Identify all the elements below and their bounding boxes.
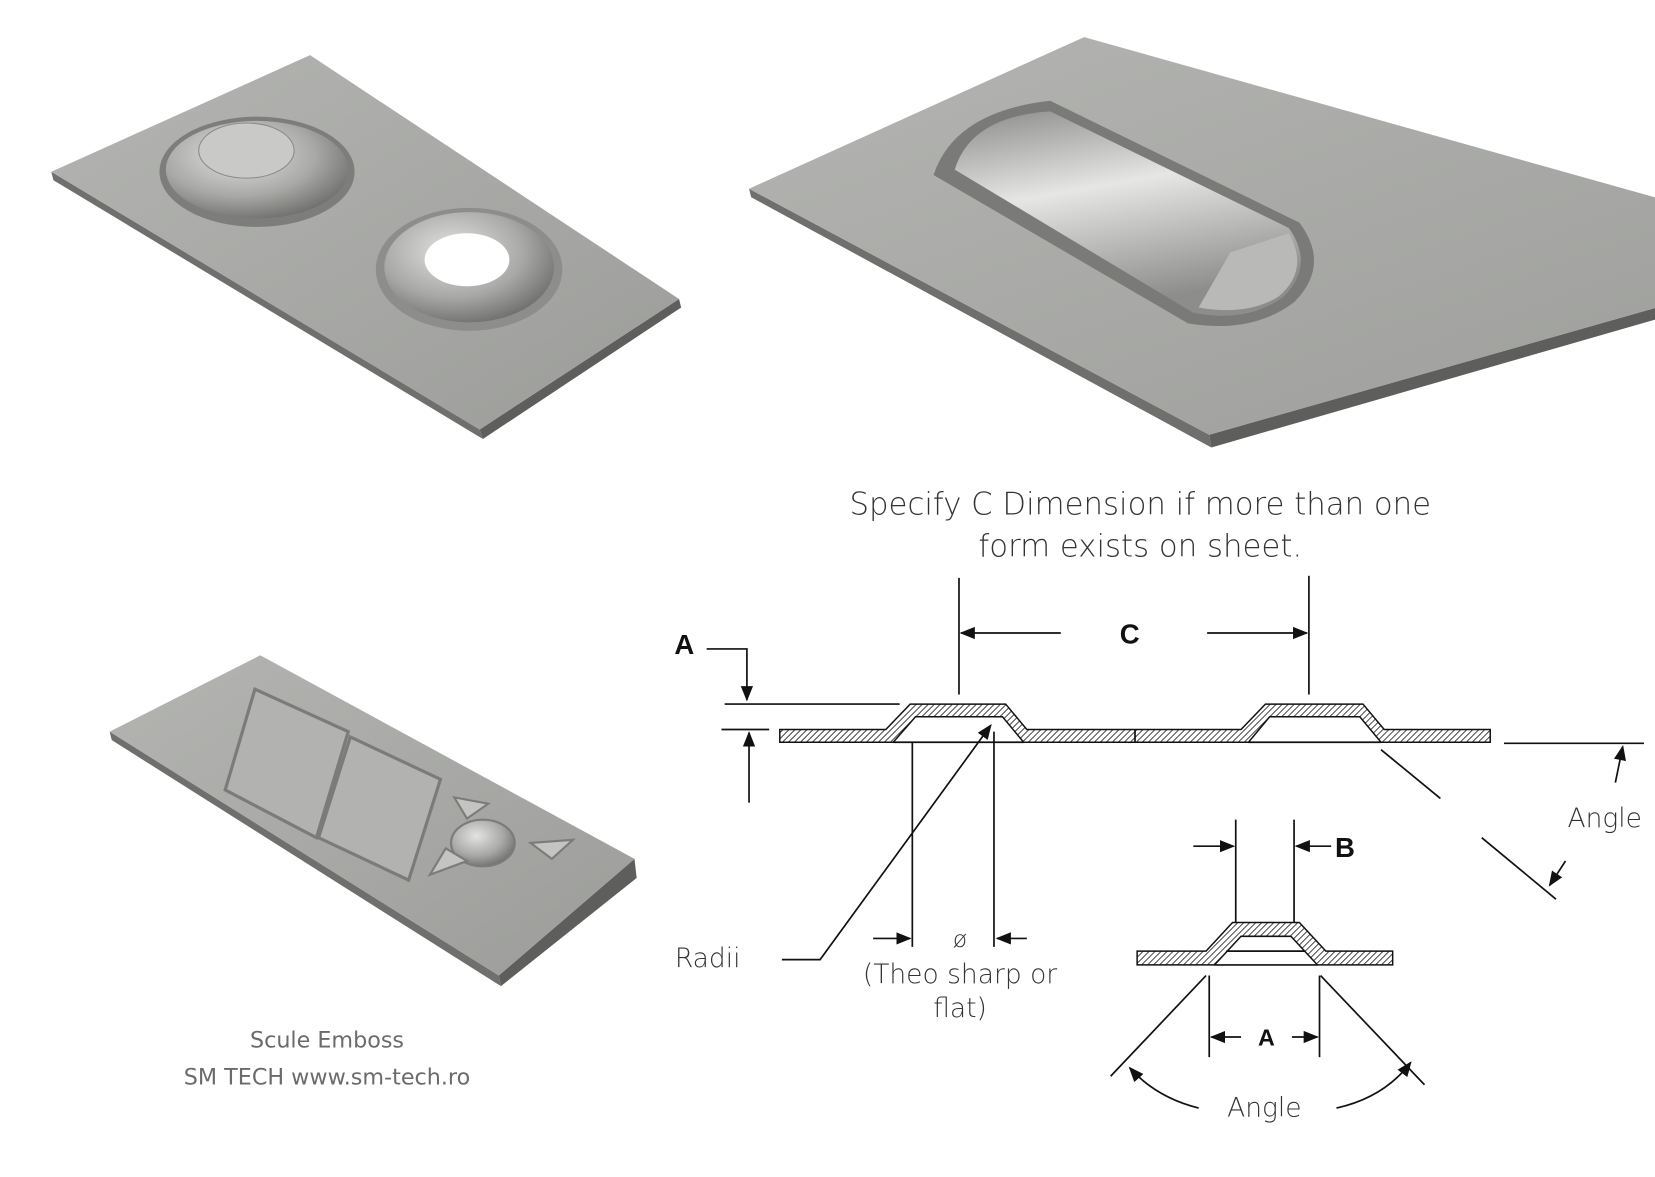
plate-dome-countersink-render [51,55,682,439]
dimension-a-height: A [674,629,900,803]
dimension-radii-diameter: Radii ø (Theo sharp or flat) [675,724,1057,1024]
dimension-b: B [1193,819,1355,923]
plate-elongated-emboss-render [749,37,1655,448]
label-c: C [1120,619,1140,650]
label-a-height: A [674,629,694,660]
label-diameter: ø [953,926,967,953]
label-b: B [1335,832,1355,863]
caption-line-1: Scule Emboss [250,1028,404,1054]
dimension-c: C [958,575,1310,695]
plate-shapes-emboss-render [109,655,637,987]
dimension-a-width-angle: A Angle [1110,974,1426,1124]
label-theo-1: (Theo sharp or [863,959,1057,990]
caption-line-2: SM TECH www.sm-tech.ro [184,1065,470,1091]
dimension-angle-right: Angle [1380,742,1644,900]
label-angle-bottom: Angle [1227,1093,1302,1124]
label-radii: Radii [675,943,741,974]
note-line-1: Specify C Dimension if more than one [850,486,1432,522]
label-a-width: A [1258,1025,1275,1051]
countersink-section-profile [1136,921,1394,966]
note-line-2: form exists on sheet. [978,529,1302,565]
label-theo-2: flat) [933,993,987,1024]
emboss-section-profile [779,703,1491,744]
label-angle-right: Angle [1567,803,1642,834]
